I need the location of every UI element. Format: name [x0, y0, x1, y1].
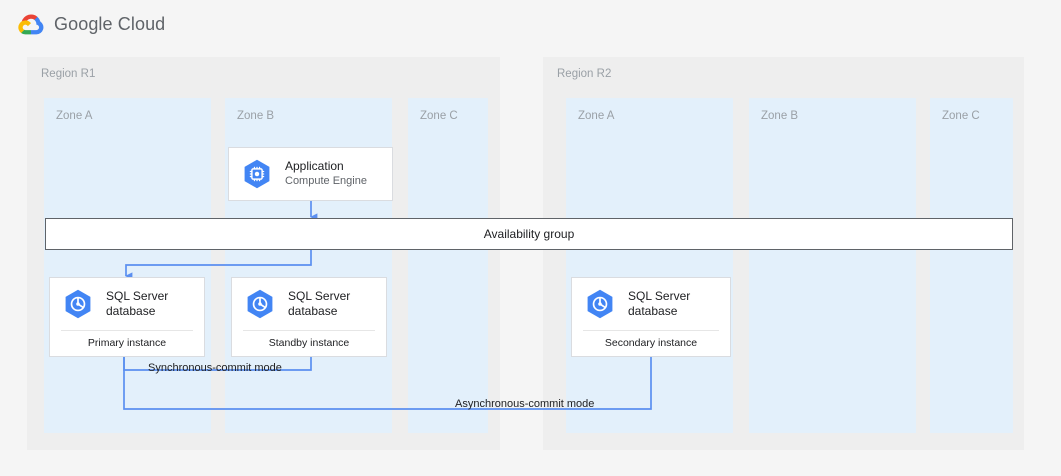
- zone-r2-c-label: Zone C: [942, 110, 980, 122]
- node-standby-database[interactable]: SQL Server database Standby instance: [231, 277, 387, 357]
- sql-server-database-icon: [65, 289, 91, 319]
- application-subtitle: Compute Engine: [285, 175, 367, 188]
- zone-r1-b-label: Zone B: [237, 110, 275, 122]
- node-primary-database[interactable]: SQL Server database Primary instance: [49, 277, 205, 357]
- application-card-row: Application Compute Engine: [229, 148, 392, 200]
- zone-r2-c: Zone C: [930, 98, 1013, 433]
- node-secondary-database[interactable]: SQL Server database Secondary instance: [571, 277, 731, 357]
- application-title: Application: [285, 159, 344, 174]
- primary-card-row: SQL Server database: [50, 278, 204, 330]
- standby-title-line2: database: [288, 304, 338, 318]
- availability-group-label: Availability group: [483, 227, 575, 241]
- secondary-title: SQL Server: [628, 289, 691, 304]
- zone-r1-a-label: Zone A: [56, 110, 93, 122]
- primary-title: SQL Server: [106, 289, 169, 304]
- secondary-card-row: SQL Server database: [572, 278, 730, 330]
- sql-server-database-icon: [587, 289, 613, 319]
- brand-cloud: Cloud: [117, 13, 166, 34]
- standby-card-row: SQL Server database: [232, 278, 386, 330]
- brand-google: Google: [54, 13, 113, 34]
- standby-instance-label: Standby instance: [268, 337, 350, 349]
- standby-card-text: SQL Server database: [288, 289, 350, 319]
- application-card-text: Application Compute Engine: [285, 159, 367, 189]
- availability-group-bar[interactable]: Availability group: [45, 218, 1013, 250]
- primary-title-line2: database: [106, 304, 156, 318]
- zone-r1-c: Zone C: [408, 98, 488, 433]
- region-r1-label: Region R1: [41, 68, 96, 80]
- zone-r2-a: Zone A: [566, 98, 733, 433]
- google-cloud-brand: Google Cloud: [18, 11, 165, 37]
- region-r2-label: Region R2: [557, 68, 612, 80]
- secondary-instance-label: Secondary instance: [604, 337, 698, 349]
- secondary-card-text: SQL Server database: [628, 289, 690, 319]
- standby-card-divider: [243, 330, 375, 331]
- zone-r2-a-label: Zone A: [578, 110, 615, 122]
- secondary-title-line2: database: [628, 304, 678, 318]
- zone-r2-b: Zone B: [749, 98, 916, 433]
- sql-server-database-icon: [247, 289, 273, 319]
- sync-commit-mode-label: Synchronous-commit mode: [148, 362, 282, 374]
- brand-wordmark: Google Cloud: [54, 14, 165, 35]
- primary-card-divider: [61, 330, 193, 331]
- google-cloud-logo-icon: [18, 14, 44, 35]
- zone-r2-b-label: Zone B: [761, 110, 799, 122]
- standby-title: SQL Server: [288, 289, 351, 304]
- compute-engine-icon: [244, 159, 270, 189]
- primary-instance-label: Primary instance: [87, 337, 167, 349]
- node-application[interactable]: Application Compute Engine: [228, 147, 393, 201]
- primary-card-text: SQL Server database: [106, 289, 168, 319]
- async-commit-mode-label: Asynchronous-commit mode: [455, 398, 595, 410]
- zone-r1-c-label: Zone C: [420, 110, 458, 122]
- secondary-card-divider: [583, 330, 719, 331]
